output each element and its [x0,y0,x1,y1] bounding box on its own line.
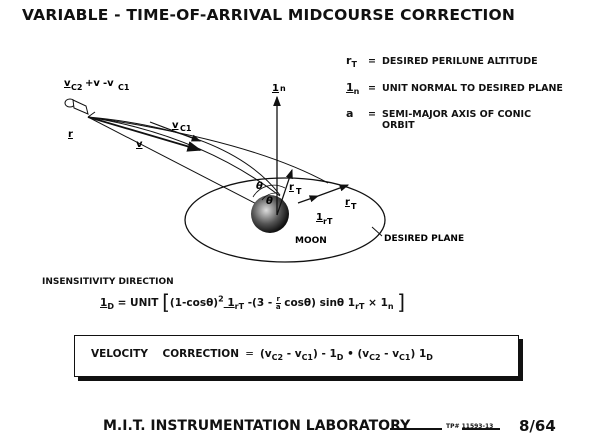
legend-item-1n: 1n=UNIT NORMAL TO DESIRED PLANE [346,81,563,97]
footer-lab-name: M.I.T. INSTRUMENTATION LABORATORY [103,418,411,434]
label-vc1: v [172,120,179,131]
insensitivity-heading: INSENSITIVITY DIRECTION [42,277,174,287]
label-theta-outer: θ [256,181,263,192]
trajectory-diagram: v C2 +v -v C1 r v v C1 1 n θ θ r T r T 1… [64,78,464,263]
rt-arrow [317,184,350,197]
legend-item-a: a=SEMI-MAJOR AXIS OF CONIC ORBIT [346,107,532,131]
svg-text:C1: C1 [118,83,130,92]
svg-text:rT: rT [323,217,333,226]
svg-text:C1: C1 [180,124,192,133]
label-1n: 1 [272,83,279,94]
desired-plane-ellipse [184,177,386,263]
rt-prime-arrow [276,168,293,216]
footer-rule [462,428,500,430]
label-r: r [68,129,73,140]
trajectory-lines [87,111,329,216]
velocity-correction-box: VELOCITY CORRECTION ═ (vC2 - vC1) - 1D •… [74,335,519,377]
spacecraft-icon [64,98,89,115]
label-rt-prime: r [289,182,294,193]
footer-tp-number: TP# 11593-13 [446,423,494,430]
label-v: v [136,139,143,150]
svg-text:n: n [280,84,286,93]
svg-text:T: T [296,187,302,196]
label-moon: MOON [295,236,327,246]
svg-text:C2: C2 [71,83,82,92]
legend-item-rt: rT=DESIRED PERILUNE ALTITUDE [346,54,538,70]
irt-arrow [297,195,320,204]
label-desired-plane: DESIRED PLANE [384,234,464,244]
label-rt: r [345,197,350,208]
label-minus-vc1: -v [103,78,114,89]
page-number: 8/64 [519,417,556,435]
label-theta-inner: θ [266,196,273,207]
svg-text:T: T [351,202,357,211]
footer-rule [390,428,442,430]
velocity-correction-formula: VELOCITY CORRECTION ═ (vC2 - vC1) - 1D •… [91,348,433,363]
label-1rt: 1 [316,212,323,223]
page-title: VARIABLE - TIME-OF-ARRIVAL MIDCOURSE COR… [22,6,516,24]
label-plus-v: +v [85,78,100,89]
moon [251,195,289,233]
theta-arc [252,184,286,198]
label-vc2: v [64,78,71,89]
